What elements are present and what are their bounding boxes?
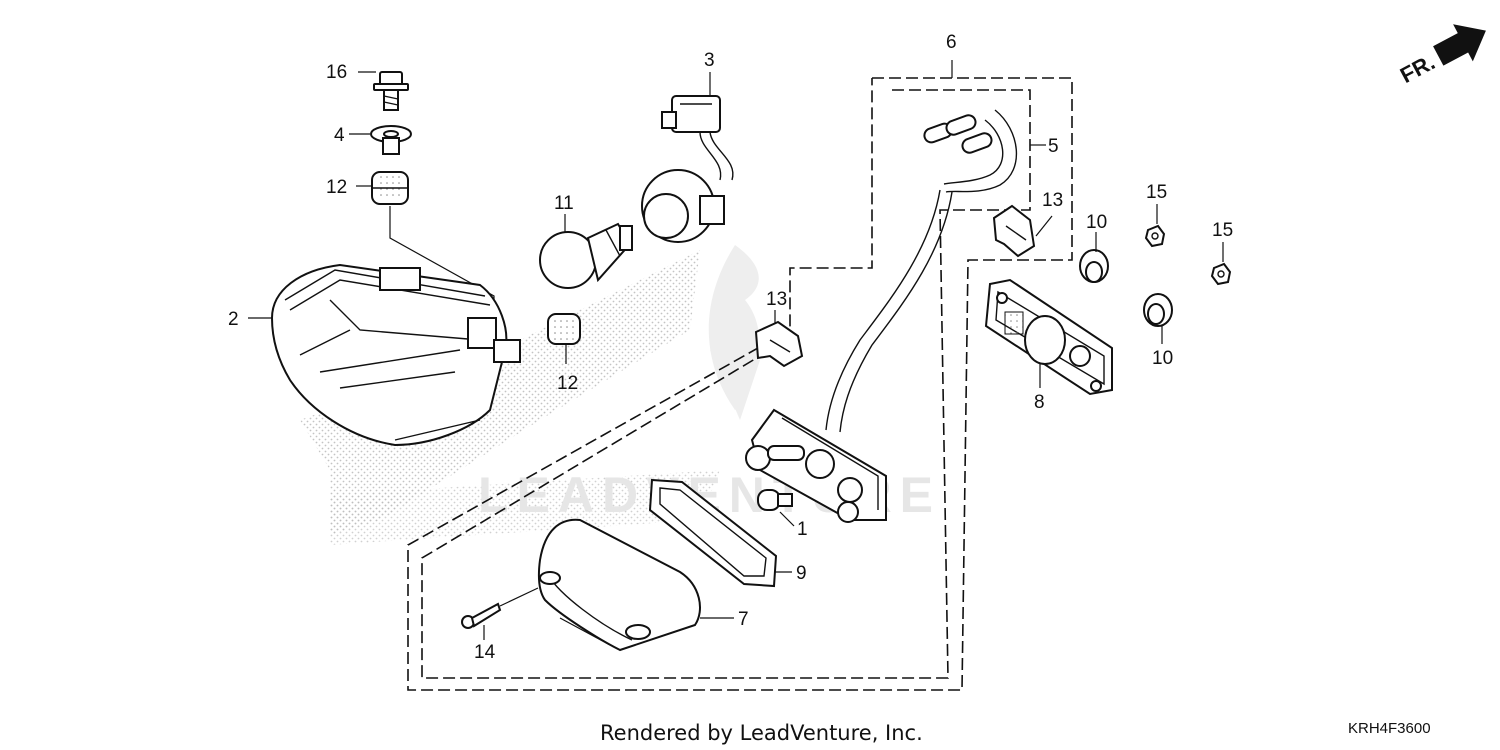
callout-10-top: 10 <box>1086 212 1107 233</box>
callout-6: 6 <box>946 32 957 53</box>
callout-5: 5 <box>1048 136 1059 157</box>
nut-15-left <box>1144 204 1166 248</box>
collar-4 <box>349 125 412 155</box>
socket-3 <box>641 72 734 243</box>
taillight-2 <box>248 263 521 447</box>
callout-8: 8 <box>1034 392 1045 413</box>
callout-16: 16 <box>326 62 347 83</box>
gasket-9 <box>648 478 792 588</box>
callout-11: 11 <box>554 193 574 214</box>
callout-2: 2 <box>228 309 239 330</box>
plate-8 <box>984 278 1113 396</box>
callout-12-bottom: 12 <box>557 373 578 394</box>
grommet-12-bottom <box>547 313 581 364</box>
collar-10-top <box>1079 232 1109 283</box>
screw-14 <box>461 587 611 646</box>
callout-9: 9 <box>796 563 807 584</box>
nut-15-right <box>1210 242 1232 286</box>
clip-13-left <box>754 310 804 368</box>
callout-13-left: 13 <box>766 289 787 310</box>
collar-10-bottom <box>1143 293 1173 344</box>
bulb-1 <box>757 489 795 527</box>
footer-credit: Rendered by LeadVenture, Inc. <box>600 721 923 745</box>
callout-14: 14 <box>474 642 496 663</box>
lens-7 <box>537 518 734 652</box>
callout-15-left: 15 <box>1146 182 1167 203</box>
callout-10-bottom: 10 <box>1152 348 1173 369</box>
callout-4: 4 <box>334 125 345 146</box>
harness-5 <box>825 109 1046 433</box>
clip-13-right <box>992 204 1053 258</box>
callout-13-right: 13 <box>1042 190 1063 211</box>
assembly-outline-6 <box>407 60 1073 691</box>
license-light-housing <box>745 408 887 523</box>
callout-15-right: 15 <box>1212 220 1233 241</box>
callout-labels: 16 4 12 2 3 11 12 13 6 5 13 10 10 15 15 … <box>228 32 1233 663</box>
callout-1: 1 <box>797 519 808 540</box>
callout-12-top: 12 <box>326 177 347 198</box>
diagram-code: KRH4F3600 <box>1348 720 1431 737</box>
background-shading <box>300 250 720 545</box>
bolt-16 <box>358 71 409 111</box>
callout-3: 3 <box>704 50 715 71</box>
arrow-up-right-icon <box>1433 24 1486 66</box>
callout-7: 7 <box>738 609 749 630</box>
direction-label: FR. <box>1396 49 1439 88</box>
direction-indicator: FR. <box>1396 24 1486 88</box>
bulb-11 <box>539 214 633 289</box>
